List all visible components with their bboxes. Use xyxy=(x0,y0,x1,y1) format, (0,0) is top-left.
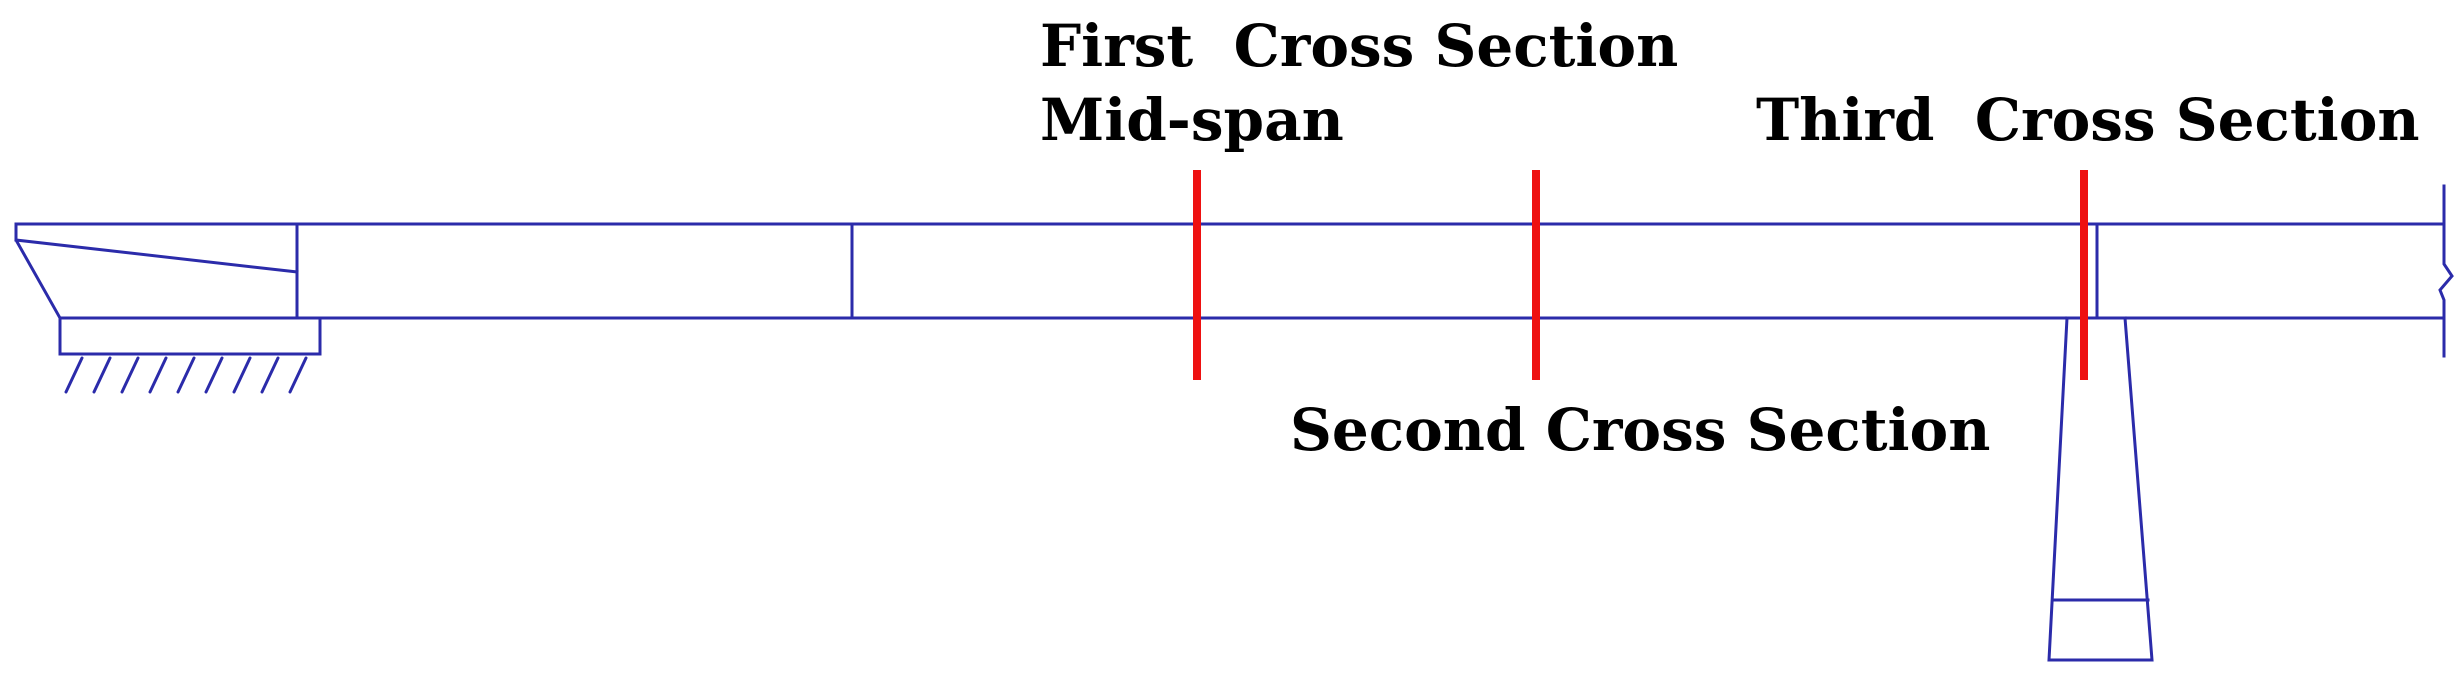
right-pier xyxy=(2047,316,2154,662)
ground-hatch-stroke xyxy=(176,356,196,394)
ground-hatch-stroke xyxy=(92,356,112,394)
left-end-block xyxy=(14,222,299,321)
ground-hatch-stroke xyxy=(148,356,168,394)
ground-hatch-stroke xyxy=(120,356,140,394)
ground-hatch-stroke xyxy=(204,356,224,394)
ground-hatching xyxy=(64,356,308,394)
mid-span-label: Mid-span xyxy=(1040,86,1344,154)
ground-hatch-stroke xyxy=(260,356,280,394)
bearing-pad xyxy=(58,316,322,356)
pier-outline xyxy=(2047,316,2154,662)
second-cross-section-label: Second Cross Section xyxy=(1290,396,1990,464)
ground-hatch-stroke xyxy=(232,356,252,394)
end-block-outline xyxy=(14,222,63,321)
cross-section-markers xyxy=(1193,170,2088,380)
beam-deck xyxy=(14,184,2454,358)
end-block-diagonal xyxy=(14,238,299,274)
first-cross-section-label: First Cross Section xyxy=(1040,12,1678,80)
ground-hatch-stroke xyxy=(64,356,84,394)
ground-hatch-stroke xyxy=(288,356,308,394)
third-cross-section-label: Third Cross Section xyxy=(1756,86,2420,154)
left-support xyxy=(58,316,322,394)
beam-break-line xyxy=(2438,184,2454,358)
